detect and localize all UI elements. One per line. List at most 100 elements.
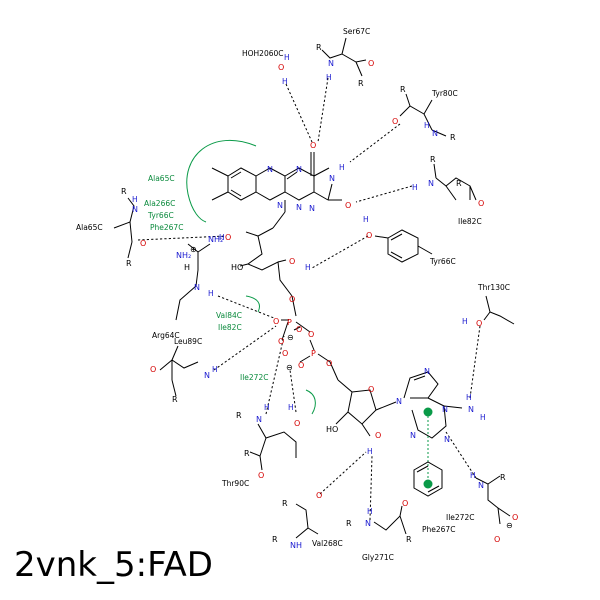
atom-o: O <box>140 239 146 248</box>
residue-thr90: Thr90C <box>221 479 249 488</box>
atom-h: H <box>367 447 373 456</box>
atom-o: O <box>368 59 374 68</box>
atom-n: N <box>478 481 484 490</box>
atom-h: H <box>466 393 472 402</box>
atom-o: O <box>258 471 264 480</box>
charge-minus: ⊖ <box>287 333 294 342</box>
atom-r: R <box>358 79 364 88</box>
atom-n: N <box>296 165 302 174</box>
atom-o: O <box>298 361 304 370</box>
atom-o: O <box>294 419 300 428</box>
atom-r: R <box>430 155 436 164</box>
atom-o: O <box>289 257 295 266</box>
residue-labels: Ser67C HOH2060C Tyr80C Ile82C Ala65C Tyr… <box>76 27 510 562</box>
atom-nh2: NH₂ <box>208 235 223 244</box>
residue-tyr80: Tyr80C <box>431 89 458 98</box>
atom-r: R <box>456 179 462 188</box>
atom-o: O <box>296 325 302 334</box>
residue-hoh2060: HOH2060C <box>242 49 284 58</box>
atom-n: N <box>309 204 315 213</box>
charge-minus: ⊖ <box>286 363 293 372</box>
residue-ile272: Ile272C <box>446 513 474 522</box>
hydrophobic-tyr66: Tyr66C <box>147 211 174 220</box>
residue-ala65: Ala65C <box>76 223 103 232</box>
ligand-atom-labels: N N N N N H N O O O H HO O H O O P ⊖ O O… <box>219 141 486 456</box>
atom-r: R <box>172 395 178 404</box>
charge-plus: ⊕ <box>190 245 197 254</box>
atom-r: R <box>450 133 456 142</box>
residue-leu89: Leu89C <box>174 337 202 346</box>
atom-h: H <box>264 403 270 412</box>
atom-ho: HO <box>231 263 243 272</box>
atom-n: N <box>329 174 335 183</box>
atom-h: H <box>367 507 373 516</box>
atom-r: R <box>400 85 406 94</box>
atom-n: N <box>194 283 200 292</box>
atom-o: O <box>310 141 316 150</box>
hydrophobic-phe267: Phe267C <box>150 223 183 232</box>
atom-r: R <box>272 535 278 544</box>
atom-n: N <box>256 415 262 424</box>
atom-h: H <box>363 215 369 224</box>
atom-r: R <box>236 411 242 420</box>
hydrogen-bonds <box>137 77 481 521</box>
atom-h: H <box>288 403 294 412</box>
residue-val268: Val268C <box>312 539 343 548</box>
atom-n: N <box>396 397 402 406</box>
atom-o: O <box>282 349 288 358</box>
residue-phe267: Phe267C <box>422 525 455 534</box>
atom-r: R <box>244 449 250 458</box>
atom-o: O <box>150 365 156 374</box>
hydrophobic-ile272: Ile272C <box>240 373 268 382</box>
atom-o: O <box>476 319 482 328</box>
atom-o: O <box>494 535 500 544</box>
residue-tyr66: Tyr66C <box>429 257 456 266</box>
atom-h: H <box>132 195 138 204</box>
atom-h: H <box>282 77 288 86</box>
atom-h: H <box>339 163 345 172</box>
atom-h: H <box>284 53 290 62</box>
ligand-adenosine-bonds <box>335 371 463 439</box>
atom-o: O <box>273 317 279 326</box>
atom-n: N <box>410 431 416 440</box>
atom-nh: NH <box>290 541 302 550</box>
atom-n: N <box>442 405 448 414</box>
atom-h: H <box>412 183 418 192</box>
atom-r: R <box>406 535 412 544</box>
residue-atom-labels: O H H R N H O R R O N H R R N H O R R N … <box>121 43 518 550</box>
atom-h: H <box>480 413 486 422</box>
residue-bonds <box>113 37 515 539</box>
atom-n: N <box>444 435 450 444</box>
atom-n: N <box>267 165 273 174</box>
atom-n: N <box>428 179 434 188</box>
atom-o: O <box>278 63 284 72</box>
atom-nh2: NH₂ <box>176 251 191 260</box>
atom-p: P <box>311 349 316 358</box>
atom-o: O <box>366 231 372 240</box>
atom-h: H <box>462 317 468 326</box>
atom-o: O <box>278 337 284 346</box>
hydrophobic-ile82: Ile82C <box>218 323 242 332</box>
pi-stacking <box>423 407 433 489</box>
atom-h: H <box>184 263 190 272</box>
atom-h: H <box>212 365 218 374</box>
residue-arg64: Arg64C <box>152 331 180 340</box>
atom-ho: HO <box>326 425 338 434</box>
atom-r: R <box>500 473 506 482</box>
residue-gly271: Gly271C <box>362 553 394 562</box>
atom-n: N <box>424 367 430 376</box>
atom-n: N <box>204 371 210 380</box>
atom-r: R <box>126 259 132 268</box>
hydrophobic-ala266: Ala266C <box>144 199 175 208</box>
hydrophobic-arcs <box>186 140 316 415</box>
ligand-flavin-bonds <box>211 152 342 229</box>
atom-h: H <box>305 263 311 272</box>
atom-n: N <box>365 519 371 528</box>
atom-n: N <box>277 201 283 210</box>
atom-o: O <box>402 499 408 508</box>
atom-o: O <box>392 117 398 126</box>
atom-h: H <box>326 73 332 82</box>
atom-h: H <box>219 233 225 242</box>
residue-thr130: Thr130C <box>477 283 510 292</box>
